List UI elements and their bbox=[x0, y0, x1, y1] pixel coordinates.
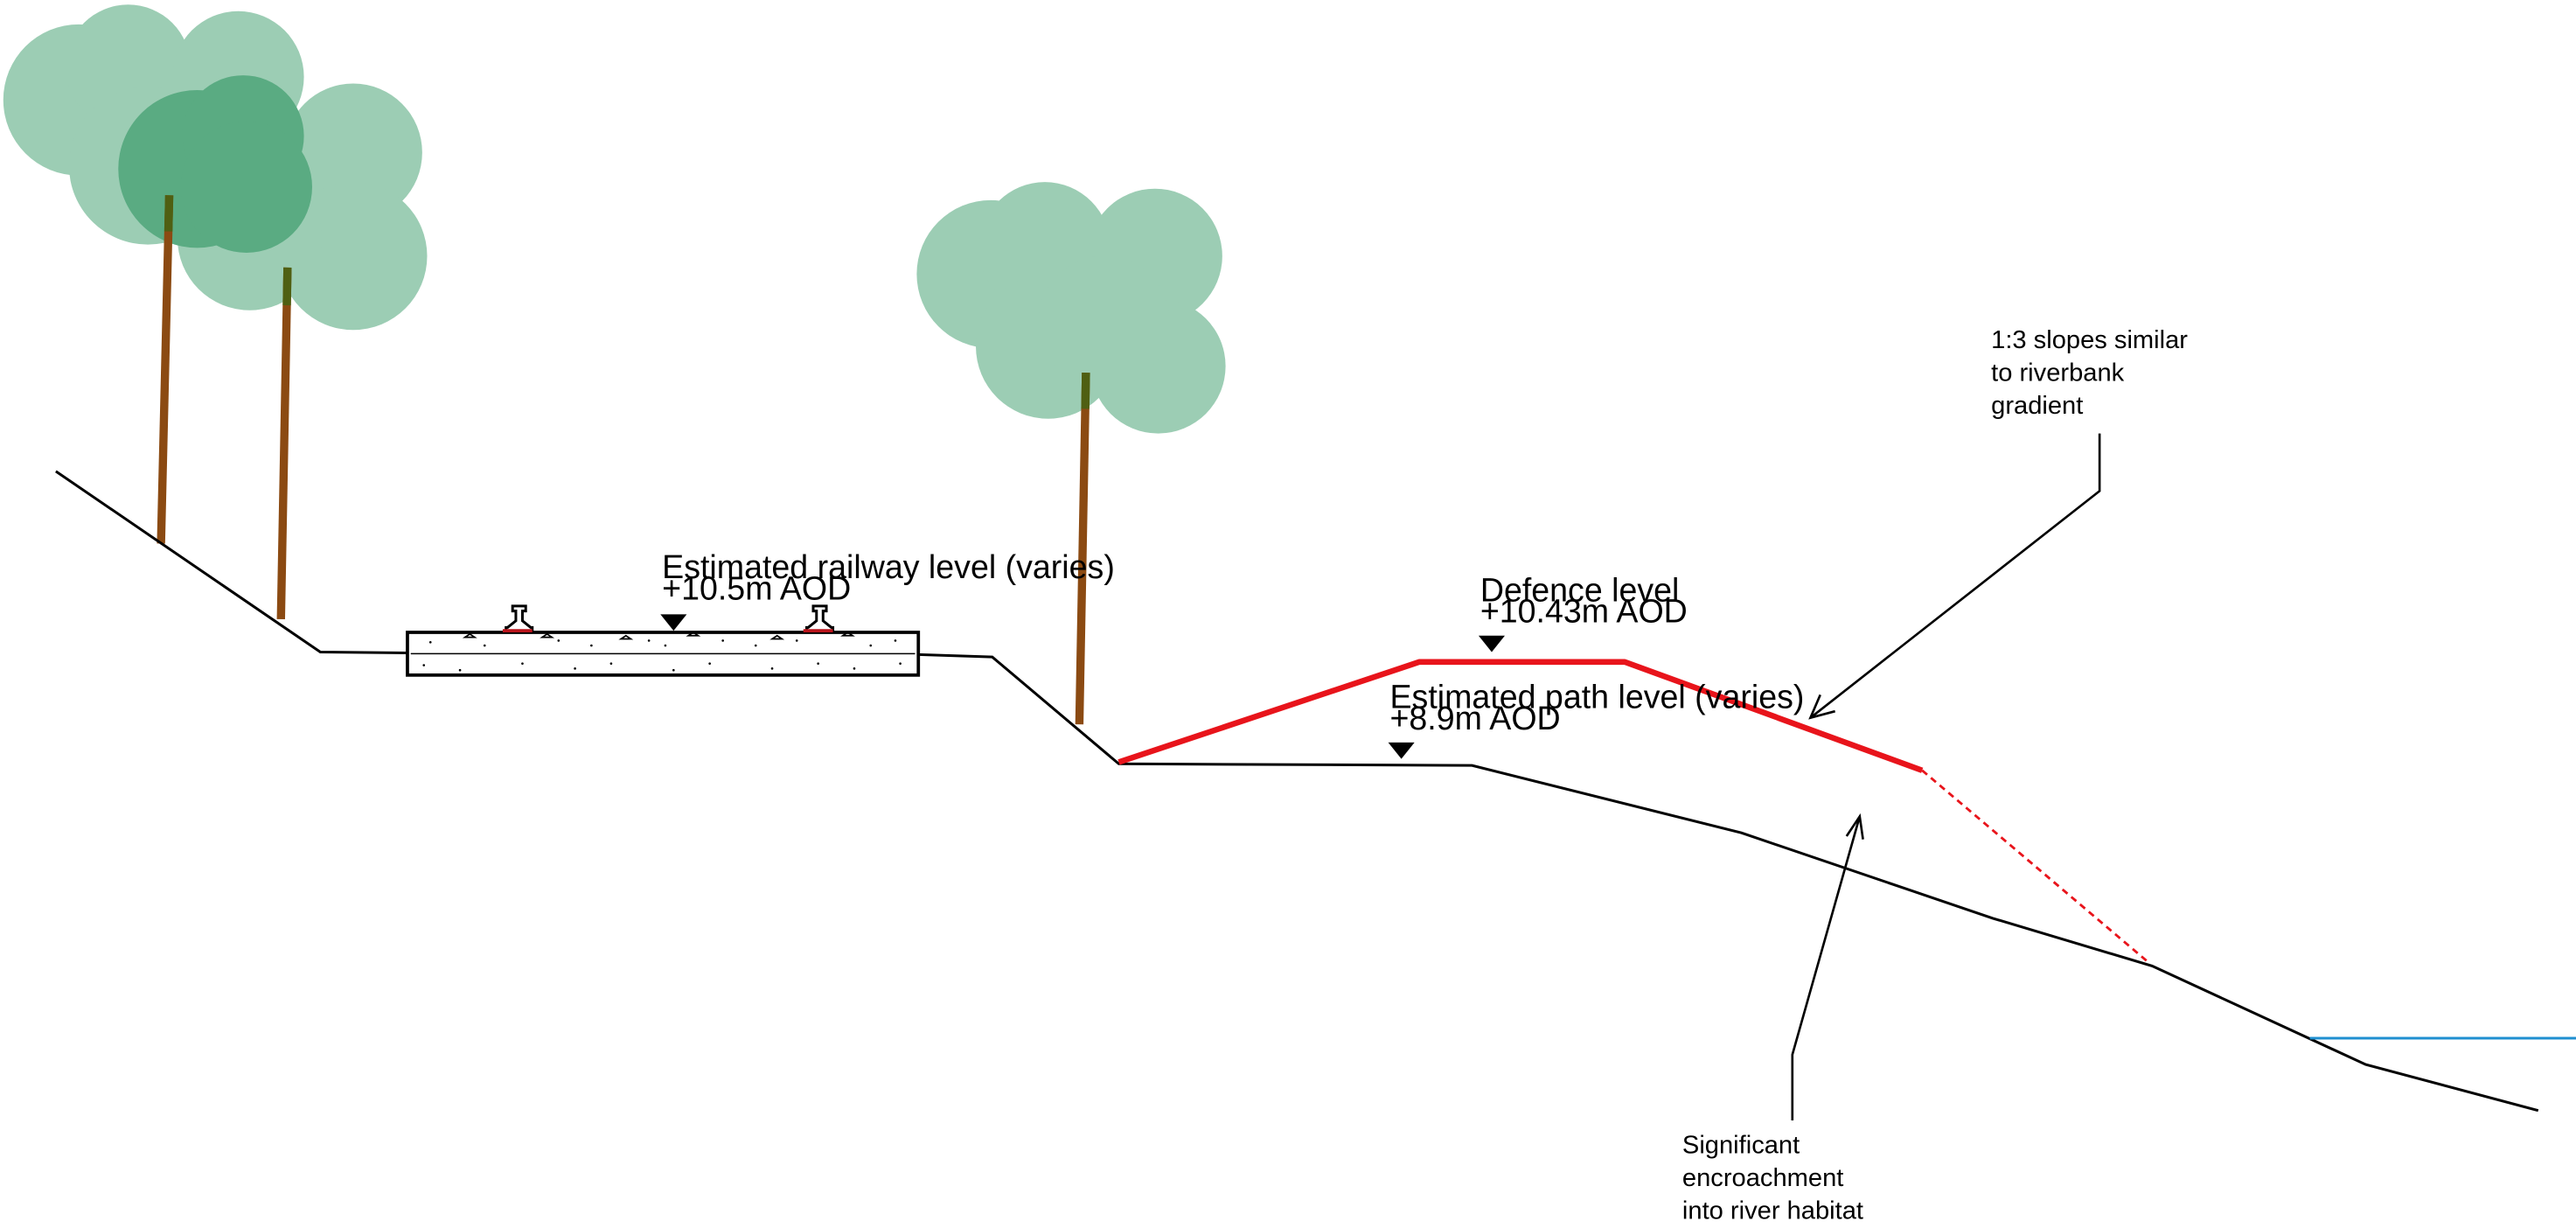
slopes-annotation-line-3: gradient bbox=[1991, 392, 2083, 420]
tree-group-middle bbox=[916, 182, 1226, 725]
railway-level-title: Estimated railway level (varies) bbox=[662, 548, 1115, 585]
tree-icon bbox=[3, 4, 428, 620]
railway-track-bed bbox=[406, 631, 921, 677]
slopes-annotation-line-2: to riverbank bbox=[1991, 359, 2125, 387]
proposed-defence-toe-dashed bbox=[1921, 769, 2150, 964]
slopes-callout-arrow bbox=[1808, 433, 2101, 720]
proposed-defence-profile bbox=[1117, 659, 1924, 773]
encroachment-annotation-line-3: into river habitat bbox=[1682, 1197, 1863, 1224]
defence-level-title: Defence level bbox=[1480, 571, 1680, 608]
path-level-title: Estimated path level (varies) bbox=[1389, 678, 1804, 715]
defence-level-marker-icon bbox=[1478, 635, 1506, 652]
tree-group-left bbox=[3, 4, 428, 620]
encroachment-annotation-line-2: encroachment bbox=[1682, 1164, 1843, 1192]
slopes-annotation-line-1: 1:3 slopes similar bbox=[1991, 326, 2188, 354]
encroachment-annotation-line-1: Significant bbox=[1682, 1132, 1800, 1160]
existing-ground-line bbox=[55, 470, 2539, 1113]
rail-profile-icon bbox=[502, 604, 534, 634]
railway-level-marker-icon bbox=[660, 614, 687, 631]
rail-profile-icon bbox=[803, 604, 835, 634]
path-level-marker-icon bbox=[1388, 742, 1415, 759]
defence-level-value: +10.43m AOD bbox=[1480, 593, 1688, 630]
path-level-value: +8.9m AOD bbox=[1389, 700, 1560, 736]
railway-level-value: +10.5m AOD bbox=[662, 569, 851, 606]
encroachment-callout-arrow bbox=[1791, 813, 1864, 1120]
tree-icon bbox=[916, 182, 1226, 725]
